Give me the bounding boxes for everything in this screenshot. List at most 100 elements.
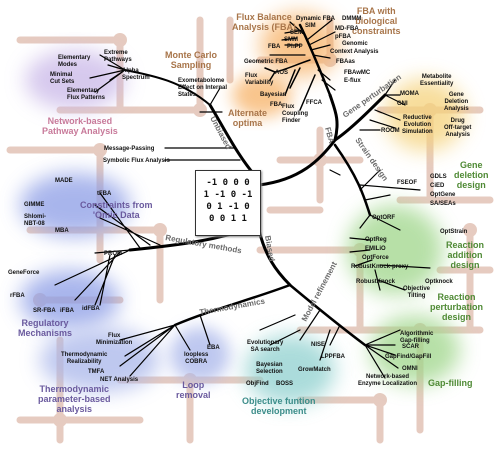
method-network-based-enzyme: Network-based Enzyme Localization — [358, 374, 418, 387]
method-elementary-flux-patterns: Elementary Flux Patterns — [67, 88, 106, 101]
method-exometabolome: Exometabolome Effect on Internal States — [178, 78, 228, 98]
branch-model-refinement: Model refinement — [300, 260, 339, 323]
method-nise: NISE — [311, 342, 326, 348]
method-cied: CiED — [430, 183, 445, 189]
method-message-passing: Message-Passing — [104, 146, 155, 152]
blob-network-based — [25, 50, 125, 110]
method-geometric-fba: Geometric FBA — [244, 59, 288, 65]
method-growmatch: GrowMatch — [298, 367, 331, 373]
category-omic: Constraints from 'Omic Data — [80, 200, 153, 220]
method-sr-fba: SR-FBA — [33, 308, 56, 314]
method-gni: GNI — [397, 101, 408, 107]
method-scar: SCAR — [402, 344, 420, 350]
matrix-row: 0 0 1 1 — [209, 214, 247, 224]
blob-gene-deletion — [385, 79, 465, 151]
method-prom: PROM — [104, 251, 122, 257]
method-optreg: OptReg — [365, 237, 387, 243]
method-gdls: GDLS — [430, 174, 447, 180]
method-sa-seas: SA/SEAs — [430, 201, 456, 207]
category-alternate-optima: Alternate optima — [228, 108, 268, 128]
blob-gap — [370, 315, 460, 385]
method-dmmm: DMMM — [342, 16, 362, 22]
method-context-analysis: Context Analysis — [330, 49, 379, 55]
branch-thermodynamics: Thermodynamics — [199, 297, 266, 317]
method-room: ROOM — [381, 128, 400, 134]
method-shlomi: Shlomi- NBT-08 — [24, 214, 46, 227]
category-objective-function: Objective funtion development — [242, 396, 316, 416]
method-thermo-realizability: Thermodynamic Realizability — [61, 352, 108, 365]
method-phpp: PhPP — [287, 44, 303, 50]
method-fba1: FBA — [268, 44, 281, 50]
matrix-row: -1 0 0 0 — [206, 178, 250, 188]
method-optgene: OptGene — [430, 192, 456, 198]
method-ffca: FFCA — [306, 100, 322, 106]
method-flux-coupling: Flux Coupling Finder — [282, 104, 308, 124]
category-fba-bio: FBA with biological constraints — [352, 6, 401, 36]
method-fba2: FBA — [270, 102, 283, 108]
method-minimal-cut-sets: Minimal Cut Sets — [50, 72, 75, 85]
method-reductive-evolution: Reductive Evolution Simulation — [402, 115, 433, 135]
method-mba: MBA — [55, 228, 69, 234]
category-flux-balance: Flux Balance Analysis (FBA) — [232, 12, 297, 32]
category-gap-filling: Gap-filling — [428, 378, 473, 388]
method-fseof: FSEOF — [397, 180, 418, 186]
method-extreme-pathways: Extreme Pathways — [104, 50, 132, 63]
method-bayesian-selection: Bayesian Selection — [256, 362, 283, 375]
matrix-row: 1 -1 0 -1 — [203, 190, 253, 200]
method-optorf: OptORF — [372, 215, 395, 221]
blob-reaction — [347, 205, 443, 295]
method-optknock: Optknock — [425, 279, 453, 285]
method-pfba: pFBA — [335, 34, 351, 40]
method-made: MADE — [55, 178, 73, 184]
method-gene-deletion-analysis: Gene Deletion Analysis — [444, 92, 469, 112]
stoichiometric-matrix: -1 0 0 0 1 -1 0 -1 0 1 -1 0 0 0 1 1 — [195, 170, 261, 236]
method-gimme: GIMME — [24, 202, 45, 208]
method-bayesian: Bayesian — [260, 92, 287, 98]
method-optforce: OptForce — [362, 255, 389, 261]
matrix-row: 0 1 -1 0 — [206, 202, 250, 212]
method-sim: SIM — [305, 23, 316, 29]
method-tmfa: TMFA — [88, 369, 105, 375]
method-tree — [54, 19, 431, 379]
category-reaction-perturbation: Reaction perturbation design — [430, 292, 483, 322]
method-symbolic-flux: Symbolic Flux Analysis — [103, 158, 170, 164]
category-highlights — [20, 13, 465, 405]
method-optstrain: OptStrain — [440, 229, 468, 235]
method-loopless-cobra: loopless COBRA — [184, 352, 209, 365]
method-geneforce: GeneForce — [8, 270, 40, 276]
branch-fba: FBA — [323, 126, 336, 144]
method-algorithmic-gap: Algorithmic Gap-filling — [400, 331, 434, 344]
method-aos: AOS — [275, 70, 289, 76]
category-loop-removal: Loop removal — [176, 380, 211, 400]
blob-alternate-optima — [232, 73, 292, 117]
method-fbawmc: FBAwMC — [344, 70, 371, 76]
method-evolutionary-sa: Evolutionary SA search — [247, 340, 284, 353]
method-e-flux: E-flux — [344, 78, 361, 84]
category-regulatory-mechanisms: Regulatory Mechanisms — [18, 318, 73, 338]
method-drug-off-target: Drug Off-target Analysis — [444, 118, 472, 138]
method-ifba: iFBA — [60, 308, 74, 314]
method-robustknock: RobustKnock — [356, 279, 395, 285]
method-idfba: idFBA — [82, 306, 100, 312]
category-reaction-addition: Reaction addition design — [446, 240, 485, 270]
method-robustknock-proxy: RobustKnock-proxy — [351, 264, 409, 270]
method-flux-variability: Flux Variability — [245, 73, 274, 86]
method-sem: SEM — [290, 30, 304, 36]
method-eba: EBA — [207, 345, 220, 351]
method-gapfind: GapFind/GapFill — [385, 354, 432, 360]
method-tfba: tFBA — [97, 191, 112, 197]
method-rfba: rFBA — [10, 293, 25, 299]
method-lppfba: LPPFBA — [321, 354, 345, 360]
method-emilio: EMILiO — [365, 246, 386, 252]
method-md-fba: MD-FBA — [335, 26, 359, 32]
blob-omic — [20, 173, 130, 237]
method-fba-as: FBAas — [336, 59, 356, 65]
category-thermodynamic: Thermodynamic parameter-based analysis — [38, 384, 111, 414]
method-flux-minimization: Flux Minimization — [96, 333, 133, 346]
method-objective-tilting: Objective Tilting — [403, 286, 431, 299]
method-genomic: Genomic — [342, 41, 368, 47]
method-net-analysis: NET Analysis — [100, 377, 139, 383]
method-boss: BOSS — [276, 381, 294, 387]
method-alpha-spectrum: Alpha Spectrum — [122, 68, 150, 81]
method-objfind: ObjFind — [246, 381, 269, 387]
